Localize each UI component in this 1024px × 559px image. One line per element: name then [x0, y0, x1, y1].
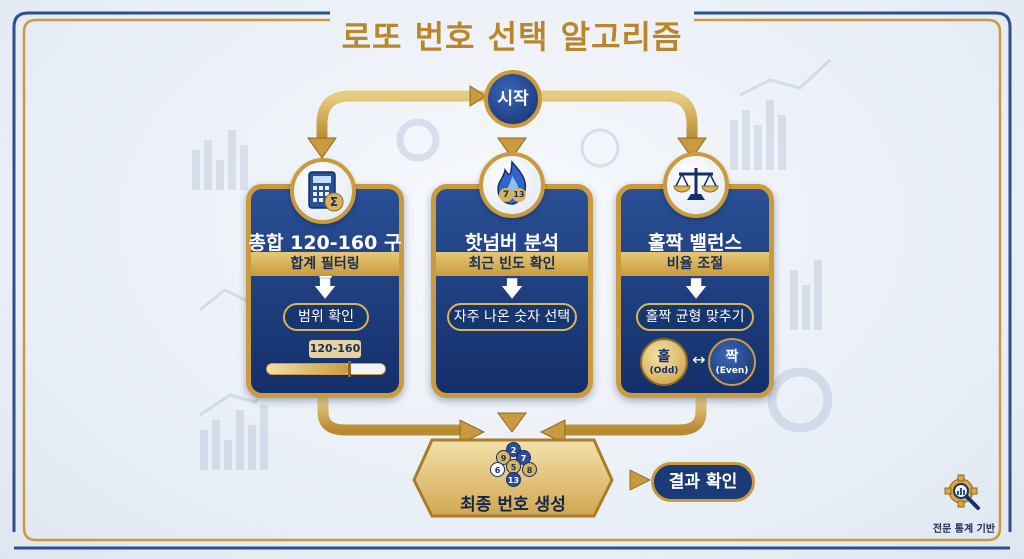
step-pill: 자주 나온 숫자 선택: [447, 303, 577, 331]
down-arrow-icon: 🡇: [500, 277, 524, 302]
range-slider-track: [266, 361, 386, 377]
card-band: 최근 빈도 확인: [436, 252, 588, 276]
card-band: 비율 조절: [621, 252, 769, 276]
lottery-ball: 6: [490, 462, 505, 477]
flame-ball: 7: [499, 188, 513, 202]
background-decoration: [192, 100, 822, 470]
card-title: 홀짝 밸런스: [647, 232, 742, 254]
step-pill: 범위 확인: [283, 303, 369, 331]
calculator-icon: Σ: [290, 158, 356, 224]
svg-text:Σ: Σ: [330, 195, 338, 209]
odd-ball: 홀 (Odd): [640, 338, 688, 386]
down-arrow-icon: 🡇: [684, 277, 708, 302]
lottery-ball: 8: [522, 462, 537, 477]
result-button[interactable]: 결과 확인: [651, 462, 755, 502]
badge-label: 전문 통계 기반: [932, 524, 996, 535]
start-label: 시작: [497, 89, 529, 109]
balance-scale-icon: [663, 152, 729, 218]
down-arrow-icon: 🡇: [313, 277, 337, 302]
range-label: 120-160: [309, 340, 361, 358]
range-marker: [348, 361, 352, 377]
card-hot-numbers: [431, 184, 593, 398]
swap-icon: ↔: [692, 350, 706, 369]
range-slider-fill: [267, 364, 350, 374]
odd-label: 홀: [657, 349, 671, 365]
frame-border: [22, 18, 1002, 542]
even-label: 짝: [725, 349, 739, 365]
start-node: 시작: [484, 70, 542, 128]
lottery-ball: 13: [506, 472, 521, 487]
odd-sub: (Odd): [649, 366, 679, 376]
gear-magnifier-icon: [944, 474, 984, 514]
step-pill: 홀짝 균형 맞추기: [636, 303, 754, 331]
flame-ball: 13: [512, 188, 526, 202]
result-label: 결과 확인: [668, 472, 738, 492]
card-title: 핫넘버 분석: [464, 232, 559, 254]
final-label: 최종 번호 생성: [460, 495, 566, 515]
flame-balls-icon: 7 13: [479, 152, 545, 218]
even-ball: 짝 (Even): [708, 338, 756, 386]
connector-arrows: [316, 90, 707, 486]
card-band: 합계 필터링: [251, 252, 399, 276]
page-title: 로또 번호 선택 알고리즘: [341, 18, 683, 56]
even-sub: (Even): [715, 366, 749, 376]
